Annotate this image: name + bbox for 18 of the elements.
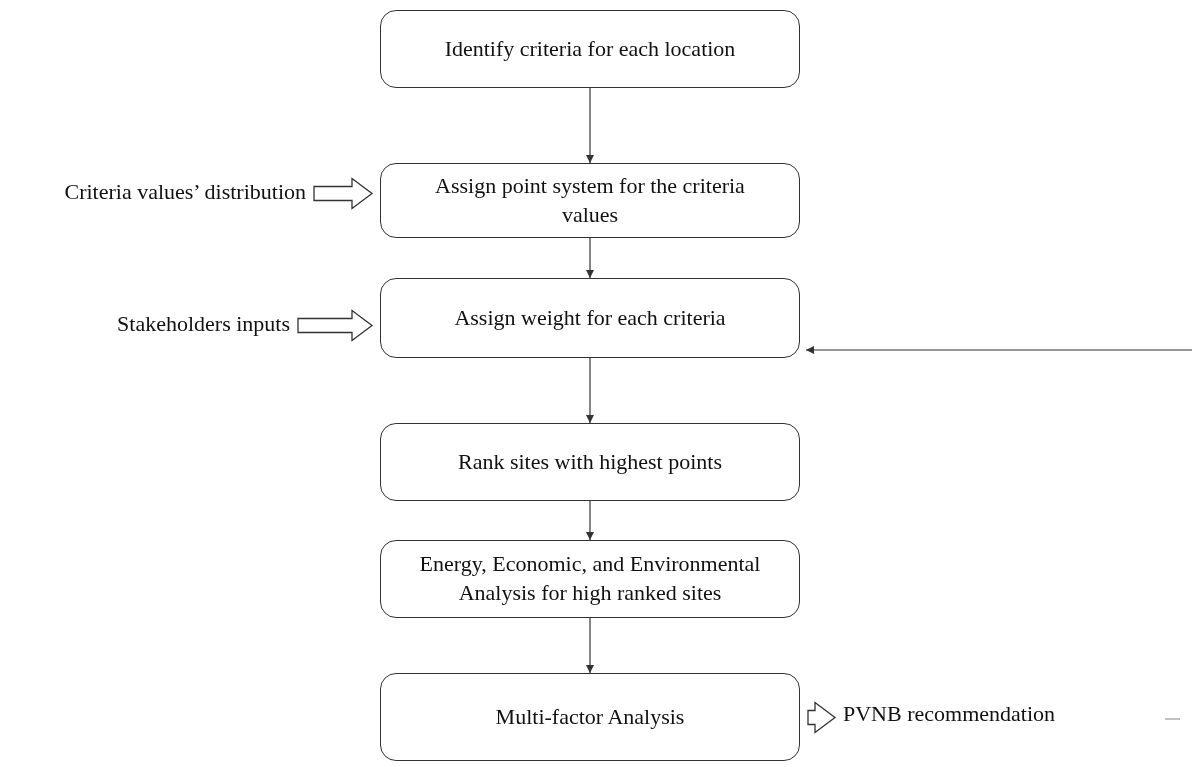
input-label: PVNB recommendation: [843, 700, 1058, 729]
block-arrow: [807, 701, 837, 734]
block-arrow: [313, 177, 374, 210]
arrow: [586, 617, 594, 674]
arrow: [586, 357, 594, 424]
process-box: Assign weight for each criteria: [380, 278, 800, 358]
arrow: [586, 237, 594, 279]
arrow: [586, 500, 594, 541]
block-arrow: [297, 309, 374, 342]
process-box: Identify criteria for each location: [380, 10, 800, 88]
process-box: Multi-factor Analysis: [380, 673, 800, 761]
process-box: Energy, Economic, and Environmental Analysis for high ranked sites: [380, 540, 800, 618]
process-box: Rank sites with highest points: [380, 423, 800, 501]
arrow: [586, 87, 594, 164]
arrow: [805, 346, 1193, 354]
input-label: Criteria values’ distribution: [8, 178, 306, 207]
input-label: Stakeholders inputs: [60, 310, 290, 339]
process-box: Assign point system for the criteria values: [380, 163, 800, 238]
